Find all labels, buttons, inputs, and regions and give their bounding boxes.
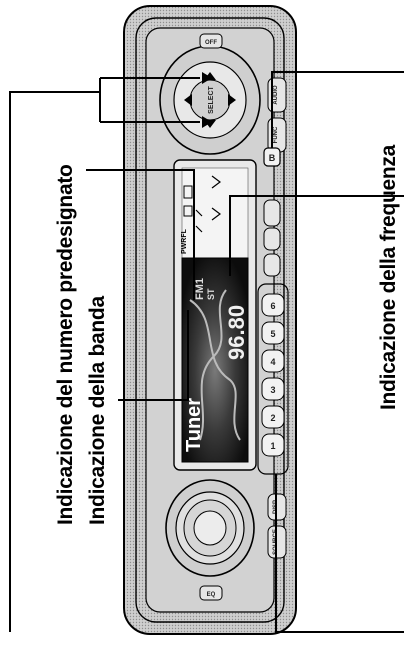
preset-button-1[interactable]: 1 [262,434,284,456]
label-frequency: Indicazione della frequenza [377,145,401,410]
svg-text:EQ: EQ [207,592,216,598]
band-button[interactable]: B [264,148,280,166]
svg-text:AUDIO: AUDIO [273,85,279,105]
svg-text:OFF: OFF [205,40,217,46]
svg-text:4: 4 [270,357,275,367]
source-indicator: Tuner [183,398,205,452]
preset-button-4[interactable]: 4 [262,350,284,372]
svg-text:5: 5 [270,329,275,339]
pwrfl-indicator: PWRFL [181,228,188,254]
preset-button-2[interactable]: 2 [262,406,284,428]
volume-knob[interactable] [166,480,254,576]
side-button-a[interactable] [264,228,280,250]
display-upper-area: PWRFL [181,168,248,258]
preset-button-6[interactable]: 6 [262,294,284,316]
svg-text:3: 3 [270,385,275,395]
svg-text:2: 2 [270,413,275,423]
top-control-dial[interactable]: SELECT [160,46,260,154]
svg-text:FUNC: FUNC [273,126,279,143]
svg-text:1: 1 [270,441,275,451]
audio-button[interactable]: AUDIO [268,78,286,112]
svg-text:6: 6 [270,301,275,311]
select-button-label: SELECT [208,85,215,113]
band-indicator: FM1 [194,278,206,300]
func-button[interactable]: FUNC [268,118,286,152]
side-button-b[interactable] [264,254,280,276]
eq-button[interactable]: EQ [200,586,222,600]
frequency-indicator: 96.80 [224,305,249,360]
off-button[interactable]: OFF [200,34,222,48]
side-button-e[interactable] [264,200,280,226]
stereo-indicator: ST [206,288,216,300]
preset-button-3[interactable]: 3 [262,378,284,400]
preset-button-5[interactable]: 5 [262,322,284,344]
label-preset-number: Indicazione del numero predesignato [54,164,78,525]
svg-text:B: B [269,153,276,163]
label-band: Indicazione della banda [86,296,110,525]
